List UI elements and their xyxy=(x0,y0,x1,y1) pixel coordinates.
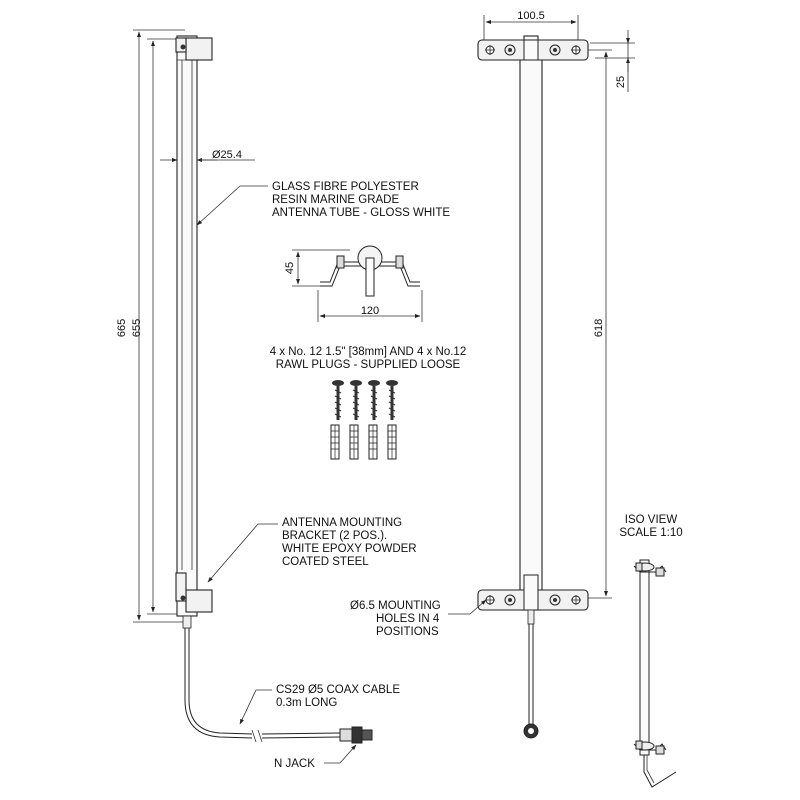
tube-note-line-1: GLASS FIBRE POLYESTER xyxy=(272,181,419,193)
bracket-note-line-2: BRACKET (2 POS.). xyxy=(282,530,387,542)
hole-offset-dim: 25 xyxy=(615,76,627,88)
cable-note-line-1: CS29 Ø5 COAX CABLE xyxy=(276,684,400,696)
coax-cable xyxy=(182,615,373,744)
cable-note-line-2: 0.3m LONG xyxy=(276,697,337,709)
holes-note-line-2: HOLES IN 4 xyxy=(376,613,440,625)
rawl-plugs-illustration xyxy=(330,424,397,460)
antenna-tube-front xyxy=(519,47,543,611)
lower-bracket-front xyxy=(477,574,589,611)
tube-note-line-2: RESIN MARINE GRADE xyxy=(272,194,399,206)
hole-spacing-dim: 100.5 xyxy=(517,10,545,22)
holes-note-line-3: POSITIONS xyxy=(376,626,439,638)
bracket-note-line-1: ANTENNA MOUNTING xyxy=(282,517,402,529)
tube-diameter-dim: Ø25.4 xyxy=(212,149,242,161)
bracket-note-line-3: WHITE EPOXY POWDER xyxy=(282,543,417,555)
screws-note-line-2: RAWL PLUGS - SUPPLIED LOOSE xyxy=(276,359,461,371)
iso-view-title: ISO VIEW xyxy=(625,514,678,526)
antenna-tube xyxy=(176,35,198,617)
n-jack-label: N JACK xyxy=(274,758,315,770)
side-view: 665 655 Ø25.4 GLASS FIBRE POLYESTER RESI… xyxy=(116,29,450,770)
tube-note-line-3: ANTENNA TUBE - GLOSS WHITE xyxy=(272,207,450,219)
upper-bracket-front xyxy=(477,39,589,61)
n-jack-connector xyxy=(339,726,373,744)
upper-bracket xyxy=(175,37,213,61)
front-view: 100.5 25 618 xyxy=(350,10,635,739)
screws-note-line-1: 4 x No. 12 1.5" [38mm] AND 4 x No.12 xyxy=(270,346,466,358)
bracket-width-dim: 120 xyxy=(361,305,379,317)
hole-centres-dim: 618 xyxy=(593,319,605,337)
tube-length-dim: 655 xyxy=(131,319,143,337)
iso-view-scale: SCALE 1:10 xyxy=(619,527,682,539)
overall-length-dim: 665 xyxy=(116,319,128,337)
screws-illustration xyxy=(332,380,398,420)
bracket-note-line-4: COATED STEEL xyxy=(282,556,369,568)
holes-note-line-1: Ø6.5 MOUNTING xyxy=(350,600,441,612)
iso-view: ISO VIEW SCALE 1:10 xyxy=(619,514,683,788)
lower-bracket xyxy=(175,572,213,613)
bracket-height-dim: 45 xyxy=(284,262,296,274)
bracket-detail: 45 120 xyxy=(284,245,423,322)
